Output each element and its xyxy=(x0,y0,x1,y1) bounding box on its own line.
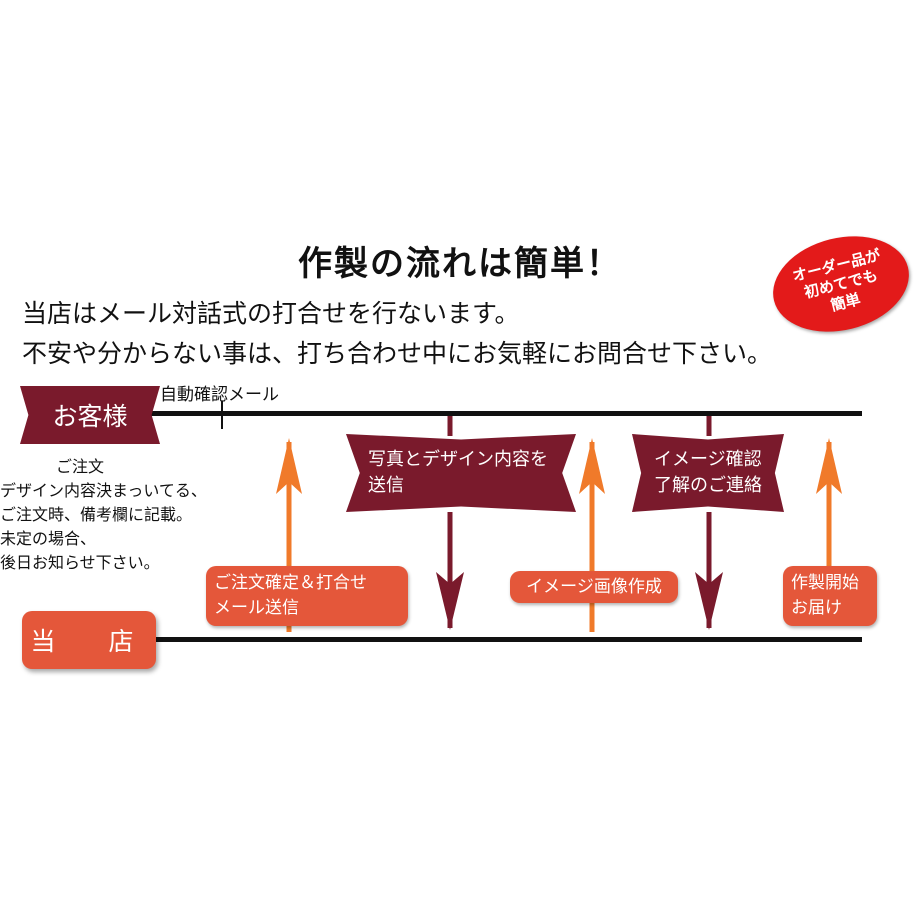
banner-2-line-1: イメージ確認 xyxy=(654,449,762,470)
customer-step-send-photo: 写真とデザイン内容を 送信 xyxy=(346,434,576,512)
down-arrow-1 xyxy=(436,512,464,630)
down-arrow-2 xyxy=(695,512,723,630)
shop-step-1-line-2: メール送信 xyxy=(214,598,299,618)
order-note: ご注文 デザイン内容決まっいてる、 ご注文時、備考欄に記載。 未定の場合、 後日… xyxy=(0,455,240,575)
page-title: 作製の流れは簡単！ xyxy=(298,244,622,284)
shop-label: 当 店 xyxy=(22,611,156,669)
customer-timeline xyxy=(140,411,862,416)
intro-line-2: 不安や分からない事は、打ち合わせ中にお気軽にお問合せ下さい。 xyxy=(22,339,773,368)
note-line-1: ご注文 xyxy=(56,457,105,476)
shop-step-3-line-1: 作製開始 xyxy=(791,573,859,593)
banner-1-line-1: 写真とデザイン内容を xyxy=(368,449,548,470)
shop-step-1-line-1: ご注文確定＆打合せ xyxy=(214,573,367,593)
up-arrow-3 xyxy=(816,438,842,566)
shop-timeline xyxy=(140,637,862,642)
note-line-4: 未定の場合、 xyxy=(0,529,97,548)
shop-step-create-image: イメージ画像作成 xyxy=(510,571,678,603)
banner-1-line-2: 送信 xyxy=(368,475,404,496)
note-line-2: デザイン内容決まっいてる、 xyxy=(0,481,207,500)
shop-step-start-production: 作製開始 お届け xyxy=(783,566,877,626)
shop-step-order-confirm: ご注文確定＆打合せ メール送信 xyxy=(206,566,408,626)
auto-confirm-mail-tick xyxy=(221,401,223,429)
auto-confirm-mail-label: 自動確認メール xyxy=(160,385,279,405)
shop-step-2-line-1: イメージ画像作成 xyxy=(526,576,662,597)
intro-line-1: 当店はメール対話式の打合せを行ないます。 xyxy=(22,299,520,328)
customer-label: お客様 xyxy=(20,386,160,444)
banner-2-line-2: 了解のご連絡 xyxy=(654,475,762,496)
shop-step-3-line-2: お届け xyxy=(791,598,842,618)
note-line-5: 後日お知らせ下さい。 xyxy=(0,553,160,572)
customer-step-confirm-image: イメージ確認 了解のご連絡 xyxy=(632,434,784,512)
note-line-3: ご注文時、備考欄に記載。 xyxy=(0,505,193,524)
